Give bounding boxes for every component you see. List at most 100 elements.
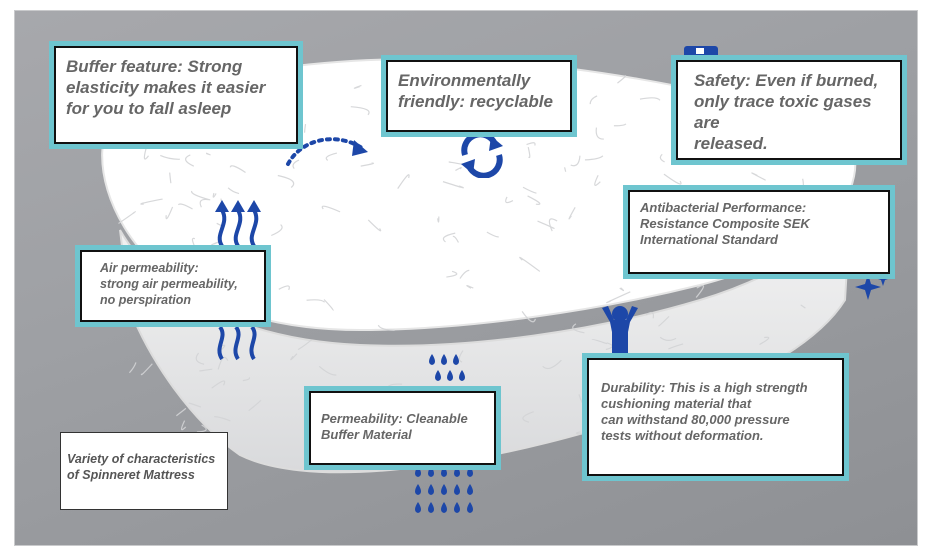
water-drop	[454, 502, 460, 513]
fiber-strand	[527, 195, 541, 205]
fiber-strand	[466, 284, 474, 289]
fiber-strand	[658, 315, 670, 327]
fiber-strand	[695, 285, 705, 298]
fiber-strand	[205, 152, 211, 156]
fiber-strand	[191, 237, 196, 246]
fiber-strand	[639, 97, 661, 101]
fiber-strand	[350, 106, 370, 116]
buffer-feature-callout: Buffer feature: Strong elasticity makes …	[54, 46, 298, 144]
water-drop	[428, 484, 434, 495]
fiber-strand	[199, 368, 213, 372]
permeability-callout: Permeability: Cleanable Buffer Material	[309, 391, 496, 465]
fiber-strand	[437, 216, 440, 223]
fiber-strand	[229, 165, 246, 173]
fiber-strand	[195, 352, 205, 365]
fiber-strand	[140, 363, 153, 376]
water-drop	[453, 354, 459, 365]
fiber-strand	[521, 311, 536, 323]
fiber-strand	[188, 402, 202, 408]
water-drop	[467, 466, 473, 477]
fiber-strand	[446, 270, 458, 278]
fire-extinguisher-icon	[684, 46, 718, 64]
safety-callout: Safety: Even if burned, only trace toxic…	[676, 60, 902, 160]
fiber-strand	[242, 377, 251, 382]
fiber-strand	[353, 84, 362, 89]
water-drop	[459, 370, 465, 381]
fiber-strand	[759, 336, 770, 346]
fiber-strand	[325, 152, 338, 161]
fiber-strand	[458, 350, 464, 363]
fiber-strand	[522, 411, 534, 423]
fiber-strand	[397, 174, 410, 189]
fiber-strand	[248, 399, 262, 412]
durability-text: Durability: This is a high strength cush…	[601, 380, 808, 443]
water-drop	[441, 484, 447, 495]
fiber-strand	[323, 299, 334, 311]
water-drop	[415, 484, 421, 495]
water-drop	[454, 466, 460, 477]
fiber-strand	[297, 339, 313, 351]
fiber-strand	[177, 203, 193, 210]
water-drop	[428, 466, 434, 477]
fiber-strand	[505, 196, 514, 204]
water-drops-icon	[429, 354, 465, 381]
fiber-strand	[459, 269, 470, 279]
fiber-strand	[367, 219, 382, 232]
fiber-strand	[800, 304, 806, 309]
water-drop	[429, 354, 435, 365]
water-drop	[467, 502, 473, 513]
fiber-strand	[537, 220, 555, 229]
fiber-strand	[377, 324, 395, 331]
fiber-strand	[613, 123, 627, 127]
fiber-strand	[751, 172, 766, 181]
fiber-strand	[548, 218, 558, 232]
water-drop	[435, 370, 441, 381]
water-drops-icon	[415, 466, 473, 513]
fiber-strand	[595, 127, 604, 140]
fiber-strand	[584, 155, 604, 161]
fiber-strand	[196, 424, 207, 433]
fiber-strand	[645, 311, 655, 319]
fiber-strand	[486, 231, 499, 238]
water-drop	[441, 354, 447, 365]
fiber-strand	[564, 167, 567, 172]
fiber-strand	[176, 408, 187, 417]
fiber-strand	[290, 353, 298, 361]
variety-text: Variety of characteristics of Spinneret …	[67, 452, 216, 482]
fiber-strand	[659, 336, 677, 341]
fiber-strand	[227, 187, 240, 195]
fiber-strand	[522, 186, 537, 194]
mattress-bottom-layer	[119, 212, 852, 474]
fiber-strand	[165, 206, 174, 220]
buffer-feature-text: Buffer feature: Strong elasticity makes …	[66, 57, 266, 118]
water-drop	[447, 370, 453, 381]
fiber-strand	[303, 123, 307, 133]
fiber-strand	[572, 323, 585, 334]
air-permeability-callout: Air permeability: strong air permeabilit…	[80, 250, 266, 322]
fiber-strand	[617, 75, 627, 84]
airflow-waves-icon	[217, 325, 257, 361]
fiber-strand	[594, 175, 601, 186]
fiber-strand	[591, 338, 608, 345]
fiber-strand	[606, 291, 631, 304]
fiber-strand	[292, 159, 300, 169]
upward-airflow-icon	[215, 200, 261, 248]
fiber-strand	[160, 154, 180, 160]
water-drop	[454, 484, 460, 495]
fiber-strand	[542, 359, 562, 370]
fiber-strand	[668, 343, 684, 350]
fiber-strand	[211, 380, 226, 389]
fiber-strand	[199, 198, 209, 208]
fiber-strand	[519, 256, 541, 272]
fiber-strand	[527, 146, 531, 159]
water-drop	[415, 466, 421, 477]
fiber-strand	[180, 420, 187, 431]
fiber-strand	[212, 192, 217, 198]
water-drop	[441, 502, 447, 513]
fiber-strand	[185, 154, 195, 167]
fiber-strand	[443, 132, 455, 136]
fiber-strand	[568, 206, 576, 220]
durability-callout: Durability: This is a high strength cush…	[587, 358, 844, 476]
fiber-strand	[128, 362, 137, 374]
